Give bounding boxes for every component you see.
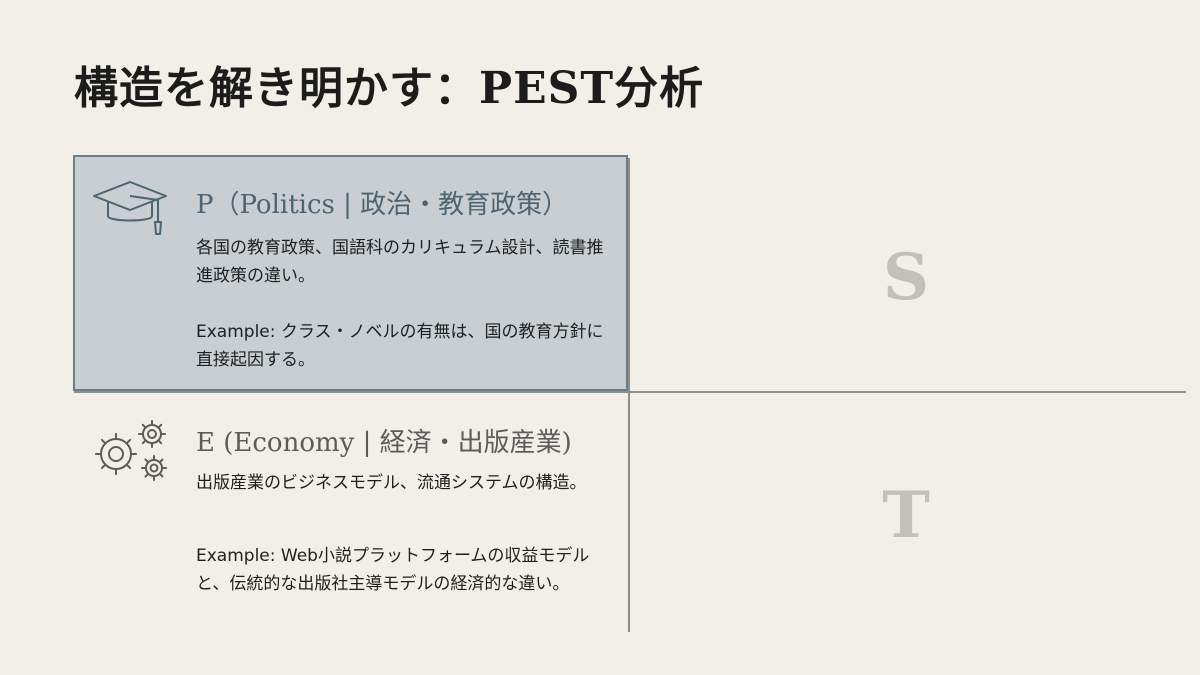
slide-title: 構造を解き明かす：PEST分析 <box>74 63 705 114</box>
quadrant-e-description: 出版産業のビジネスモデル、流通システムの構造。 <box>196 473 587 493</box>
quadrant-p-heading: P（Politics | 政治・教育政策） <box>196 190 569 220</box>
quadrant-e-heading: E (Economy | 経済・出版産業) <box>196 428 572 458</box>
horizontal-divider <box>74 391 1186 393</box>
quadrant-t-letter: T <box>882 478 930 553</box>
quadrant-p-highlight <box>73 155 628 391</box>
gears-icon <box>95 420 167 481</box>
quadrant-p-description: 各国の教育政策、国語科のカリキュラム設計、読書推進政策の違い。 <box>196 238 604 286</box>
graduation-cap-icon <box>93 181 167 235</box>
quadrant-p-example: Example: クラス・ノベルの有無は、国の教育方針に直接起因する。 <box>196 322 604 370</box>
vertical-divider <box>628 158 630 632</box>
quadrant-e-example: Example: Web小説プラットフォームの収益モデルと、伝統的な出版社主導モ… <box>196 546 590 594</box>
quadrant-s-letter: S <box>882 240 930 315</box>
